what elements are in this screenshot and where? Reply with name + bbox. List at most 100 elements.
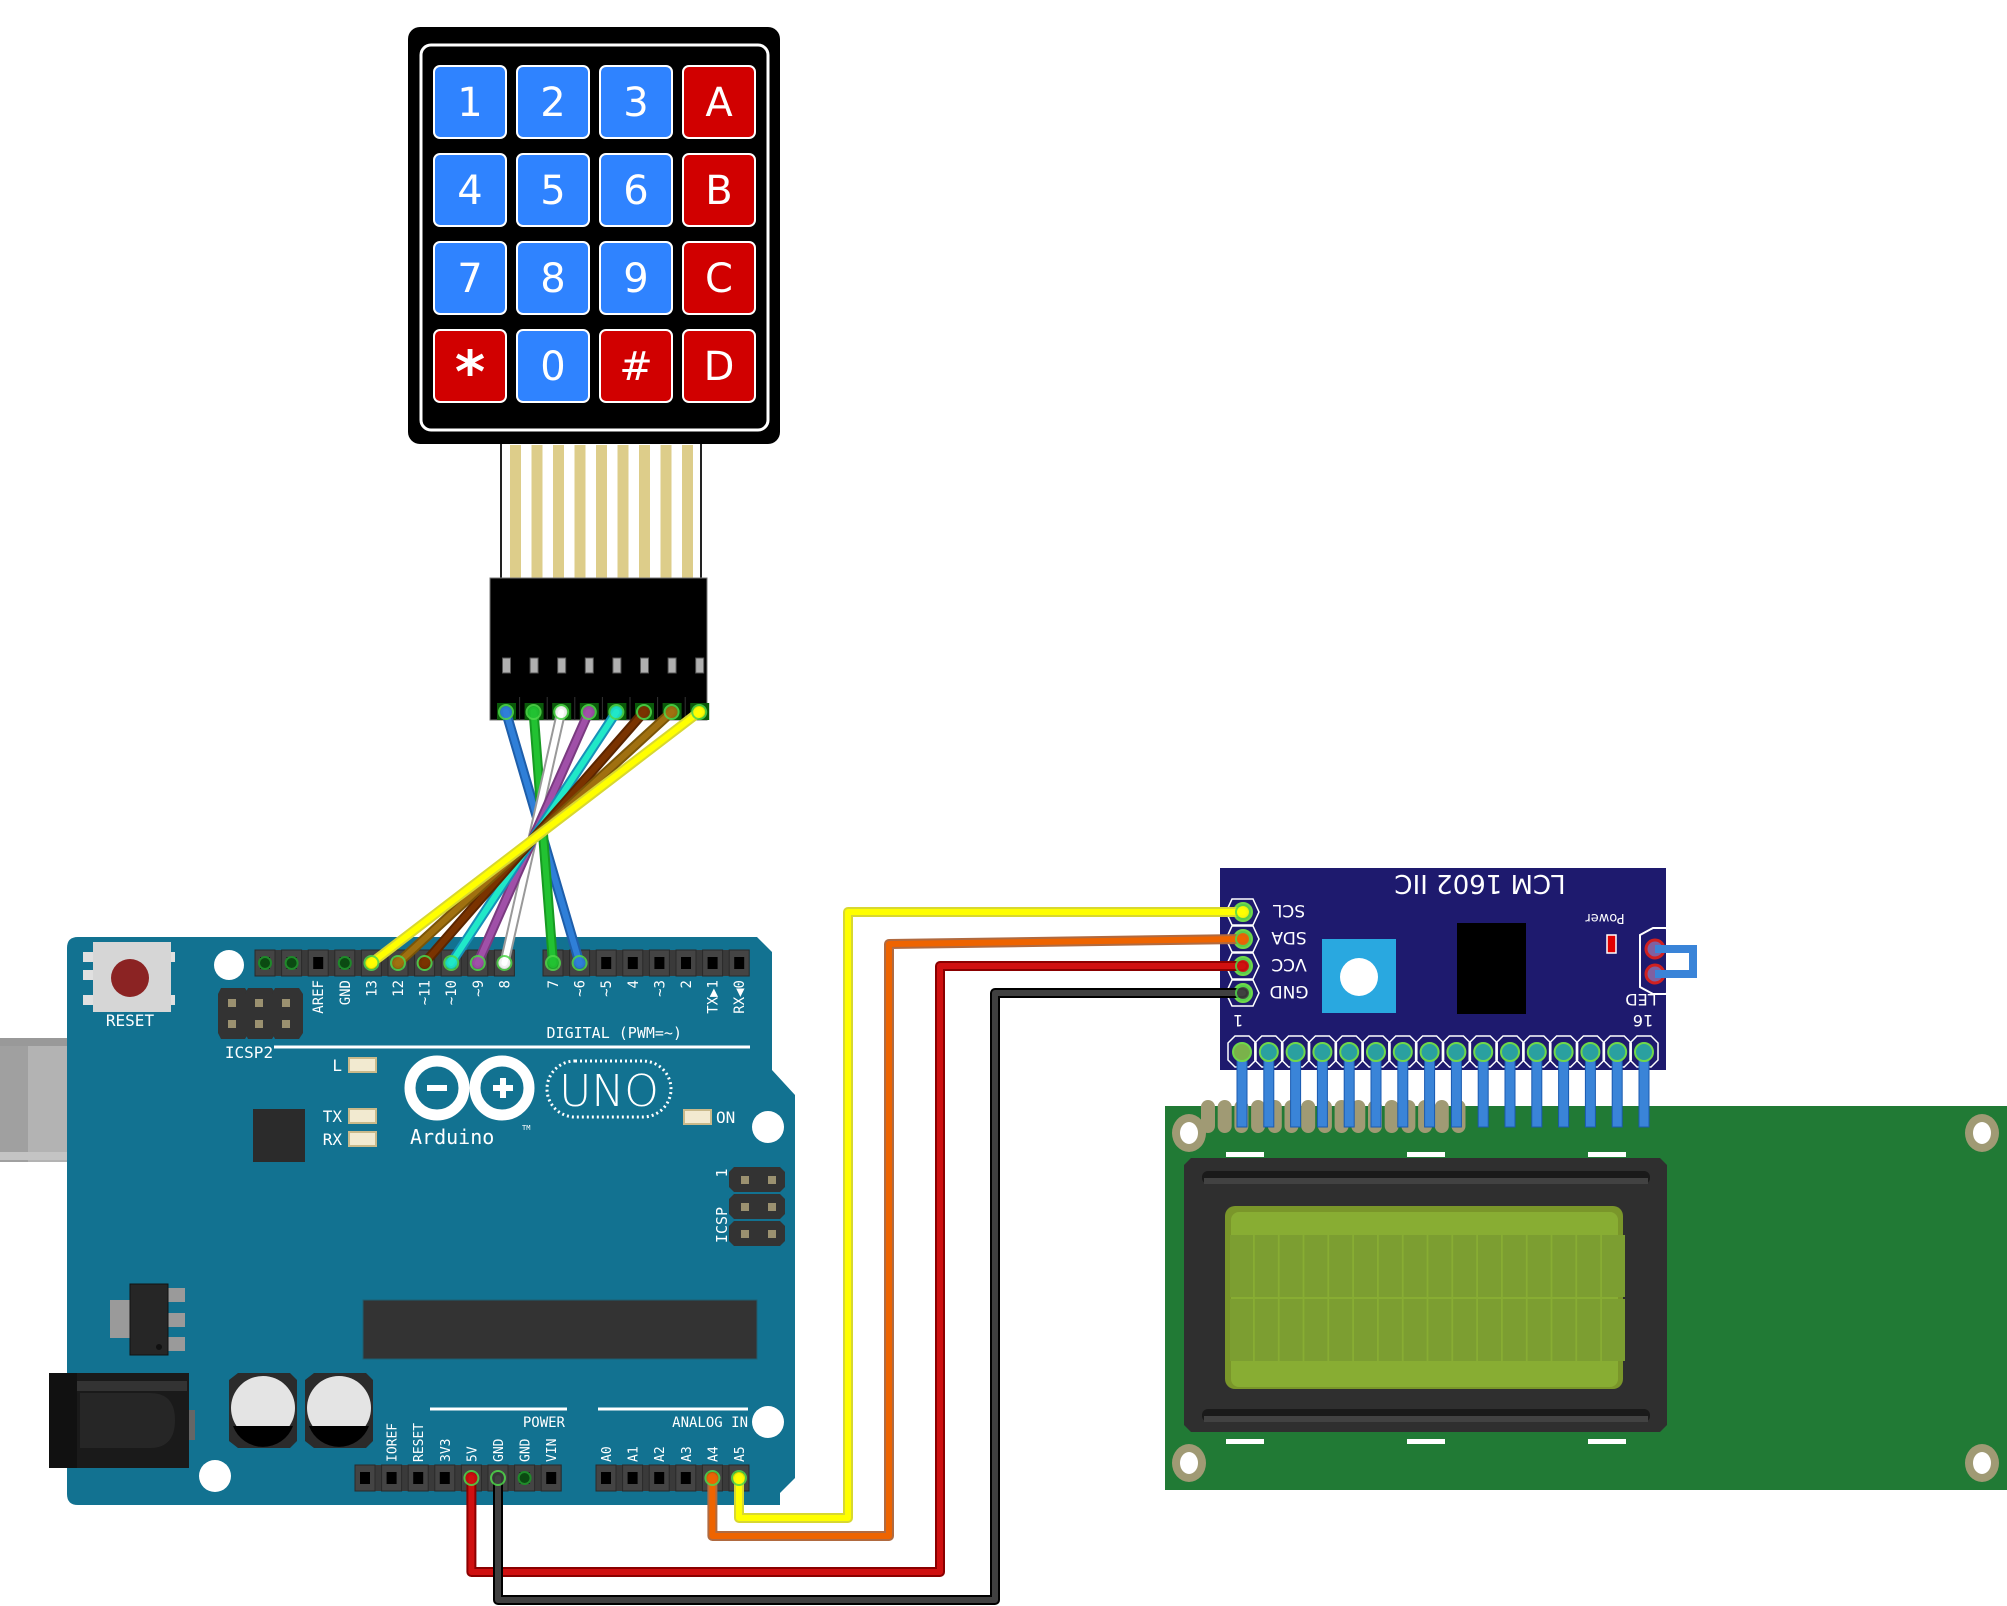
key-label: D [704, 344, 735, 390]
arduino-logo [404, 1055, 535, 1121]
i2c-power-led [1606, 934, 1617, 954]
i2c-power-label: Power [1585, 910, 1625, 925]
analog-header [595, 1464, 750, 1492]
ribbon-trace [553, 445, 564, 578]
key-A[interactable]: A [682, 65, 756, 139]
power-pin-label: VIN [545, 1439, 560, 1462]
key-label: 6 [623, 168, 648, 214]
lcd-cell [1577, 1235, 1601, 1297]
i2c-lcd-pin [1316, 1051, 1328, 1128]
lcd-cell [1502, 1299, 1526, 1361]
ribbon-trace [510, 445, 521, 578]
wire-a5-scl[interactable] [736, 909, 1246, 1521]
key-label: # [619, 344, 653, 390]
lcd-cell [1577, 1299, 1601, 1361]
i2c-lcd-pin [1450, 1051, 1462, 1128]
key-label: 4 [457, 168, 482, 214]
arduino-board [67, 937, 795, 1505]
lcd-cell [1403, 1299, 1427, 1361]
ribbon-trace [639, 445, 650, 578]
connector-pin [584, 657, 594, 674]
lcd-cell [1329, 1235, 1353, 1297]
power-pin-label: GND [519, 1438, 534, 1462]
contrast-potentiometer[interactable] [1322, 939, 1396, 1013]
wire-keypad-8-d13[interactable] [368, 709, 703, 966]
digital-pin-label: ~5 [599, 980, 615, 997]
power-label: POWER [523, 1415, 566, 1431]
led-on-label: ON [716, 1108, 735, 1127]
power-header [354, 1464, 562, 1492]
i2c-chip [1457, 923, 1526, 1014]
key-label: A [705, 80, 733, 126]
i2c-lcd-pin [1504, 1051, 1516, 1128]
lcd-cell [1478, 1299, 1501, 1361]
i2c-title: LCM 1602 IIC [1394, 868, 1565, 898]
capacitor [229, 1373, 297, 1448]
key-3[interactable]: 3 [599, 65, 673, 139]
mounting-hole [752, 1406, 784, 1438]
key-label: 1 [457, 80, 482, 126]
usb-chip [253, 1109, 305, 1162]
i2c-pin-last: 16 [1633, 1011, 1653, 1030]
i2c-pin-first: 1 [1233, 1011, 1243, 1030]
wire-5v-vcc[interactable] [468, 963, 1246, 1575]
connector-pin [695, 657, 705, 674]
key-1[interactable]: 1 [433, 65, 507, 139]
key-label: 2 [540, 80, 565, 126]
ribbon-trace [574, 445, 586, 578]
key-8[interactable]: 8 [516, 241, 590, 315]
keypad-border [419, 43, 770, 432]
led-jumper[interactable] [1639, 927, 1697, 995]
key-2[interactable]: 2 [516, 65, 590, 139]
lcd-cell [1254, 1235, 1278, 1297]
lcd-cell [1329, 1299, 1353, 1361]
lcd-cell [1354, 1235, 1377, 1297]
power-pin-label: 5V [465, 1446, 480, 1462]
icsp-label: ICSP [713, 1207, 731, 1243]
key-5[interactable]: 5 [516, 153, 590, 227]
led-l-label: L [332, 1056, 342, 1075]
analog-pin-label: A4 [706, 1446, 721, 1462]
key-B[interactable]: B [682, 153, 756, 227]
ribbon-trace [660, 445, 672, 578]
lcd-1602 [1165, 1100, 2007, 1490]
wire-a4-sda[interactable] [709, 936, 1246, 1539]
wire-gnd-gnd[interactable] [495, 990, 1246, 1603]
key-C[interactable]: C [682, 241, 756, 315]
lcd-cell [1602, 1235, 1625, 1297]
key-0[interactable]: 0 [516, 329, 590, 403]
icsp2-label: ICSP2 [225, 1043, 273, 1062]
mounting-hole [214, 950, 244, 980]
lcd-cell [1527, 1299, 1551, 1361]
lcd-cell [1552, 1235, 1576, 1297]
digital-pin-label: ~11 [418, 980, 434, 1005]
i2c-lcd-pin [1584, 1051, 1596, 1128]
digital-pin-label: ~3 [652, 980, 668, 997]
lcd-cell [1279, 1299, 1303, 1361]
key-hash[interactable]: # [599, 329, 673, 403]
digital-pin-label: 2 [679, 980, 695, 988]
digital-pin-label: GND [338, 980, 354, 1005]
uno-model: UNO [559, 1066, 659, 1117]
icsp2-header [218, 988, 303, 1039]
mounting-hole [752, 1111, 784, 1143]
analog-pin-label: A0 [600, 1446, 615, 1462]
lcd-cell [1403, 1235, 1427, 1297]
key-D[interactable]: D [682, 329, 756, 403]
key-4[interactable]: 4 [433, 153, 507, 227]
i2c-pin-label-scl: SCL [1272, 900, 1305, 920]
digital-pin-label: 13 [364, 980, 380, 997]
key-star[interactable]: * [433, 329, 507, 406]
key-6[interactable]: 6 [599, 153, 673, 227]
reset-button[interactable] [83, 942, 175, 1012]
lcd-cell [1478, 1235, 1501, 1297]
connector-pin [502, 657, 511, 674]
key-7[interactable]: 7 [433, 241, 507, 315]
key-label: * [455, 338, 485, 406]
key-9[interactable]: 9 [599, 241, 673, 315]
